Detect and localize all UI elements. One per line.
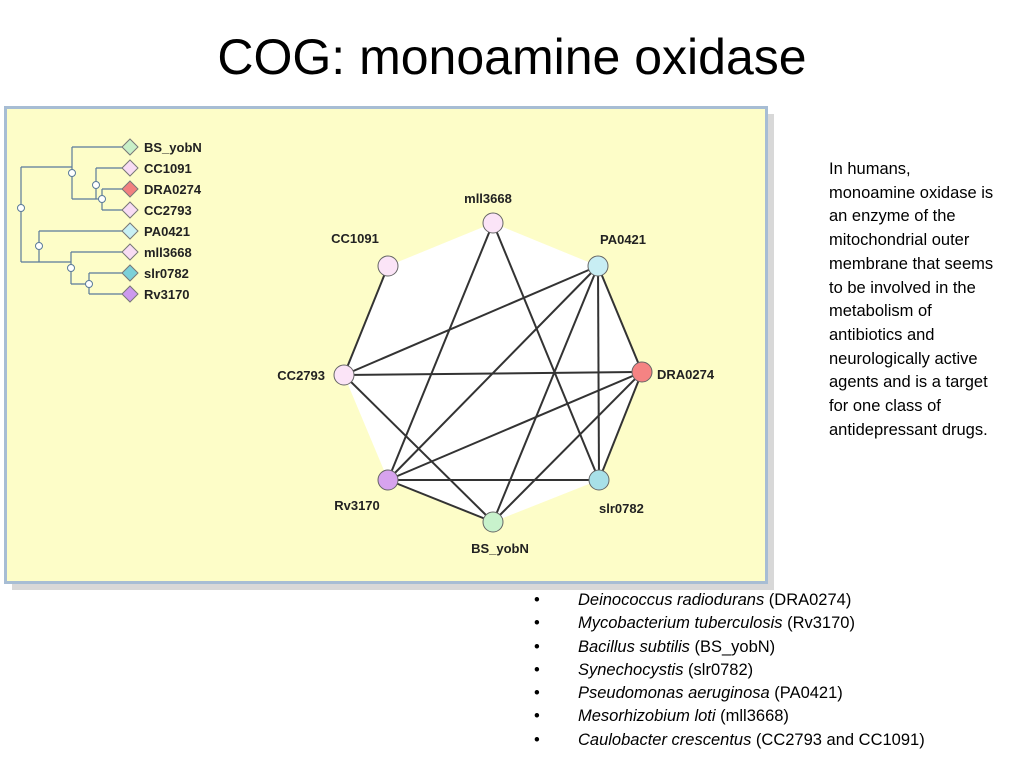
network-node (377, 255, 399, 277)
species-name: Pseudomonas aeruginosa (578, 684, 770, 703)
species-item: • Pseudomonas aeruginosa (PA0421) (534, 682, 925, 705)
tree-leaf-diamond (121, 159, 139, 177)
bullet: • (534, 637, 540, 656)
bullet: • (534, 591, 540, 609)
network-node-label: BS_yobN (471, 541, 529, 556)
bullet: • (534, 707, 540, 726)
network-edge (387, 479, 494, 523)
tree-leaf-label: DRA0274 (144, 182, 202, 197)
tree-leaf-diamond (121, 201, 139, 219)
tree-leaf-label: BS_yobN (144, 140, 202, 155)
network-edge (597, 265, 643, 373)
bullet: • (534, 614, 540, 633)
species-name: Mesorhizobium loti (578, 707, 716, 726)
tree-leaf-diamond (121, 264, 139, 282)
tree-leaf-diamond (121, 222, 139, 240)
network-edge (598, 371, 643, 481)
network-edge (387, 371, 643, 481)
species-item: • Caulobacter crescentus (CC2793 and CC10… (534, 729, 925, 752)
network-node-label: DRA0274 (657, 367, 715, 382)
network-edge (343, 265, 599, 376)
network-node-label: mll3668 (464, 191, 512, 206)
tree-node-dot (17, 204, 25, 212)
network-node (377, 469, 399, 491)
network-node (482, 511, 504, 533)
species-name: Synechocystis (578, 660, 684, 679)
species-name: Mycobacterium tuberculosis (578, 614, 783, 633)
tree-leaf-diamond (121, 180, 139, 198)
network-node (588, 469, 610, 491)
tree-leaf-label: CC2793 (144, 203, 192, 218)
tree-node-dot (35, 242, 43, 250)
tree-leaf-diamond (121, 243, 139, 261)
tree-leaf-label: slr0782 (144, 266, 189, 281)
bullet: • (534, 660, 540, 679)
tree-leaf-label: PA0421 (144, 224, 190, 239)
network-node-label: slr0782 (599, 501, 644, 516)
network-edge (492, 371, 643, 523)
network-node-label: Rv3170 (334, 498, 380, 513)
gene-code: (BS_yobN) (689, 637, 776, 656)
network-node (333, 364, 355, 386)
network-node (482, 212, 504, 234)
network-edge (387, 222, 494, 481)
gene-code: (slr0782) (683, 660, 754, 679)
species-name: Caulobacter crescentus (578, 730, 752, 749)
gene-code: (Rv3170) (782, 614, 855, 633)
gene-code: (mll3668) (715, 707, 789, 726)
tree-leaf-diamond (121, 285, 139, 303)
network-node-label: CC2793 (277, 368, 325, 383)
gene-code: (PA0421) (769, 684, 843, 703)
tree-leaf-diamond (121, 138, 139, 156)
species-name: Deinococcus radiodurans (578, 591, 765, 609)
bullet: • (534, 684, 540, 703)
network-edge (343, 265, 389, 376)
description-text: In humans, monoamine oxidase is an enzym… (829, 160, 994, 439)
species-name: Bacillus subtilis (578, 637, 690, 656)
tree-node-dot (85, 280, 93, 288)
bullet: • (534, 730, 540, 749)
network-edge (492, 222, 600, 481)
network-node-label: CC1091 (331, 231, 379, 246)
tree-node-dot (67, 264, 75, 272)
tree-leaf-label: CC1091 (144, 161, 192, 176)
species-item: • Deinococcus radiodurans (DRA0274) (534, 589, 925, 612)
tree-node-dot (68, 169, 76, 177)
slide-title: COG: monoamine oxidase (217, 29, 807, 85)
gene-code: (DRA0274) (764, 591, 852, 609)
tree-node-dot (98, 195, 106, 203)
network-node (587, 255, 609, 277)
tree-node-dot (92, 181, 100, 189)
tree-leaf-label: Rv3170 (144, 287, 190, 302)
network-diagram: mll3668PA0421DRA0274slr0782BS_yobNRv3170… (17, 138, 715, 556)
network-node-label: PA0421 (600, 232, 646, 247)
network-node (631, 361, 653, 383)
gene-code: (CC2793 and CC1091) (751, 730, 925, 749)
species-item: • Mesorhizobium loti (mll3668) (534, 705, 925, 728)
species-item: • Mycobacterium tuberculosis (Rv3170) (534, 612, 925, 635)
species-item: • Bacillus subtilis (BS_yobN) (534, 636, 925, 659)
tree-leaf-label: mll3668 (144, 245, 192, 260)
species-list: • Deinococcus radiodurans (DRA0274) • Mycob… (534, 589, 925, 752)
network-edge (597, 265, 600, 481)
network-edge (387, 265, 599, 481)
species-item: • Synechocystis (slr0782) (534, 659, 925, 682)
